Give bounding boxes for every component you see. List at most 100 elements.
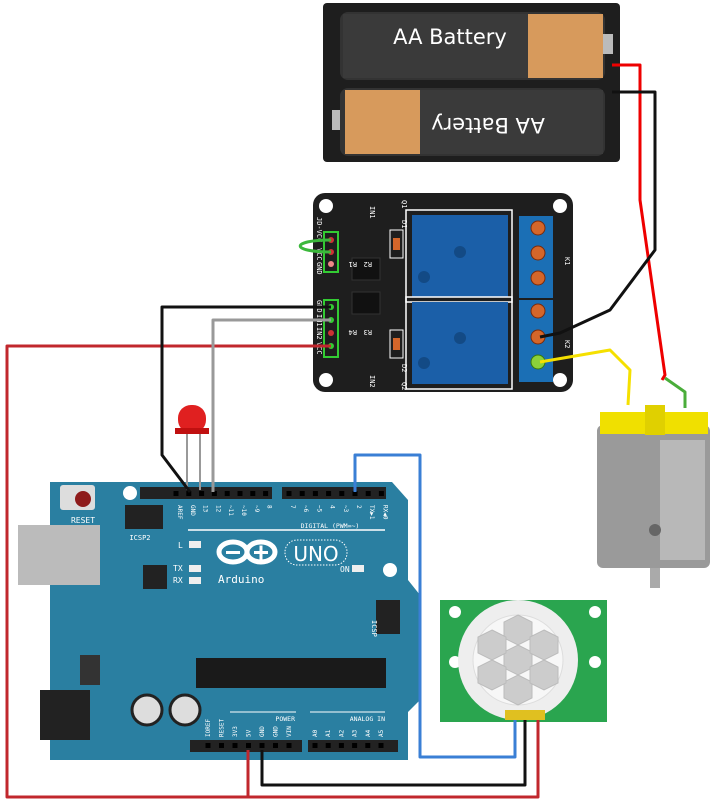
header-pin[interactable] [378,491,384,496]
led-l-label: L [178,541,183,550]
uno-label: UNO [293,542,338,566]
relay-module: JD-VCC VCC GND GND IN1 IN2 VCC R1 R2 R3 … [313,193,573,392]
wire-red-battery-motor [612,63,667,381]
pir-sensor [440,600,607,722]
header-pin[interactable] [273,743,278,748]
relay-label-vcc: VCC [315,248,323,261]
pin-label: A2 [338,729,345,737]
header-pin[interactable] [286,491,292,496]
header-pin[interactable] [378,743,384,748]
battery-bottom-label: AA Battery [431,113,545,137]
header-pin[interactable] [299,491,305,496]
header-pin[interactable] [365,491,371,496]
led-on-label: ON [340,565,350,574]
pin-label: ~3 [342,505,349,513]
header-pin[interactable] [246,743,251,748]
r2-label: R2 [364,260,372,268]
pin-label: 3V3 [232,726,239,737]
pin-label: TX▶1 [368,505,375,520]
header-pin[interactable] [286,743,292,748]
pin-label: ~5 [315,505,322,513]
wires [5,63,687,799]
header-pin[interactable] [205,743,211,748]
pin-label: ~11 [227,505,234,516]
header-pin[interactable] [365,743,371,748]
pin-label: 7 [289,505,296,509]
header-pin[interactable] [219,743,224,748]
k2-label: K2 [563,340,571,348]
header-pin[interactable] [325,743,331,748]
pin-label: GND [259,726,266,737]
wire-gray-pin12-relay [211,318,331,492]
r1-label: R1 [349,260,357,268]
header-pin[interactable] [199,491,205,496]
header-pin[interactable] [352,491,358,496]
digital-header-right [282,487,386,499]
pin-label: GND [273,726,280,737]
header-pin[interactable] [338,743,344,748]
pin-label: A0 [312,729,319,737]
k1-label: K1 [563,257,571,265]
relay-label-jdvcc: JD-VCC [315,217,323,242]
header-pin[interactable] [312,491,318,496]
header-pin[interactable] [312,743,318,748]
wire-red-5v-vcc [5,344,331,799]
wire-blue-pin2-pir [353,453,517,759]
relay-label-in2: IN2 [315,327,323,340]
pin-label: A4 [365,729,372,737]
pin-label: A3 [352,729,359,737]
in2-label: IN2 [368,375,376,388]
wire-green-jumper [298,238,332,254]
power-label: POWER [275,715,295,723]
header-pin[interactable] [326,491,332,496]
r4-label: R4 [349,328,357,336]
icsp2-label: ICSP2 [129,534,150,542]
dc-motor [597,405,710,588]
battery-top-label: AA Battery [393,25,507,49]
pin-label: A5 [378,729,385,737]
header-pin[interactable] [186,491,192,496]
pin-label: RESET [219,719,226,737]
header-pin[interactable] [339,491,345,496]
pin-label: 8 [266,505,273,509]
header-pin[interactable] [173,491,179,496]
pin-label: VIN [286,726,293,737]
battery-holder: AA Battery AA Battery [323,3,620,162]
arduino-logo-icon [216,539,278,565]
pin-label: AREF [176,505,183,520]
pin-label: ~10 [240,505,247,516]
pin-label: A1 [325,729,332,737]
icsp-label: ICSP [370,620,378,637]
arduino-label: Arduino [218,573,264,586]
relay-label-gnd: GND [315,262,323,275]
header-pin[interactable] [237,491,243,496]
header-pin[interactable] [250,491,256,496]
pin-label: ~9 [253,505,260,513]
pin-label: RX◀0 [381,505,388,520]
pin-label: GND [189,505,196,516]
in1-label: IN1 [368,206,376,219]
wire-black-gnd-relay [160,305,331,493]
pin-label: 2 [355,505,362,509]
red-led [175,405,209,490]
pin-label: 12 [214,505,221,513]
header-pin[interactable] [211,491,217,496]
header-pin[interactable] [352,743,358,748]
wire-black-battery-relay [539,90,657,339]
wire-black-gnd-pir [260,720,527,787]
pin-label: 5V [246,729,253,737]
pin-label: IOREF [205,719,212,737]
reset-label: RESET [71,516,95,525]
pin-label: 4 [329,505,336,509]
relay-label-vcc2: VCC [315,342,323,355]
header-pin[interactable] [263,491,269,496]
r3-label: R3 [364,328,372,336]
header-pin[interactable] [232,743,238,748]
wire-yellow-relay-motor [539,348,632,406]
header-pin[interactable] [224,491,230,496]
header-pin[interactable] [259,743,265,748]
wire-red-pir [248,720,540,799]
q2-label: Q2 [400,382,408,390]
